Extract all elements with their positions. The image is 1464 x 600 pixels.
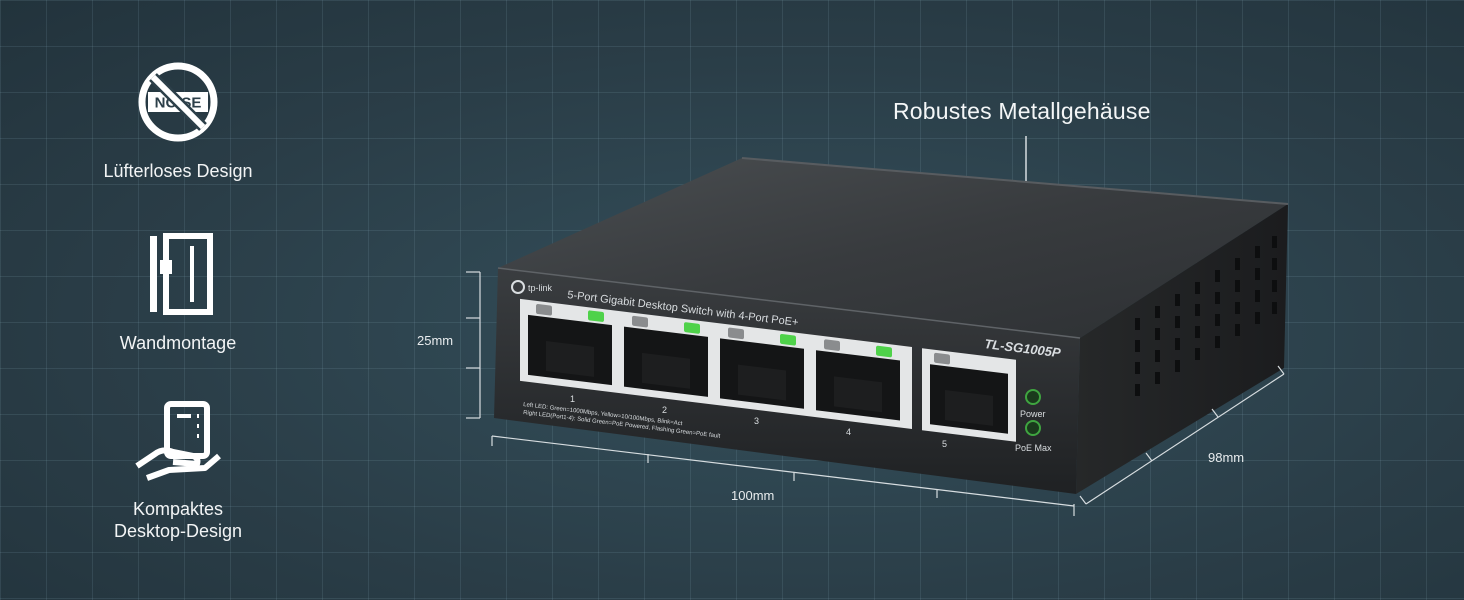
port-group-1-4 — [520, 298, 912, 429]
depth-dimension — [1079, 365, 1285, 505]
port-number: 5 — [942, 439, 947, 449]
switch-top — [498, 158, 1288, 338]
power-led — [1025, 389, 1041, 405]
hand-device-icon — [135, 401, 221, 481]
port-number: 4 — [846, 427, 851, 437]
brand-text: tp-link — [528, 283, 553, 293]
port-number: 1 — [570, 394, 575, 404]
rj45-port[interactable] — [816, 338, 900, 421]
feature-label: Kompaktes Desktop-Design — [113, 499, 243, 541]
side-vents — [1135, 236, 1277, 396]
rj45-port[interactable] — [624, 315, 708, 397]
feature-label: Lüfterloses Design — [103, 161, 253, 181]
feature-wall-mount: Wandmontage — [58, 232, 298, 354]
feature-compact: Kompaktes Desktop-Design — [58, 400, 298, 542]
no-noise-icon: NOISE — [138, 62, 218, 142]
poe-max-label: PoE Max — [1015, 443, 1052, 453]
tp-link-logo: tp-link — [511, 280, 553, 294]
feature-fanless: NOISE Lüfterloses Design — [58, 60, 298, 182]
switch-side — [1076, 204, 1288, 494]
width-label: 100mm — [731, 488, 775, 503]
width-dimension — [491, 435, 1075, 516]
port-number: 2 — [662, 405, 667, 415]
rj45-port[interactable] — [720, 326, 804, 409]
rj45-port[interactable] — [528, 303, 612, 386]
feature-label: Wandmontage — [119, 333, 237, 353]
port-group-5 — [922, 348, 1016, 442]
port-number: 3 — [754, 416, 759, 426]
poe-max-led — [1025, 420, 1041, 436]
rj45-port[interactable] — [930, 352, 1008, 434]
metal-case-callout: Robustes Metallgehäuse — [893, 98, 1151, 124]
depth-label: 98mm — [1208, 450, 1245, 465]
height-label: 25mm — [417, 333, 454, 348]
wall-mount-icon — [150, 233, 213, 315]
power-label: Power — [1020, 409, 1046, 419]
height-dimension — [466, 271, 481, 419]
